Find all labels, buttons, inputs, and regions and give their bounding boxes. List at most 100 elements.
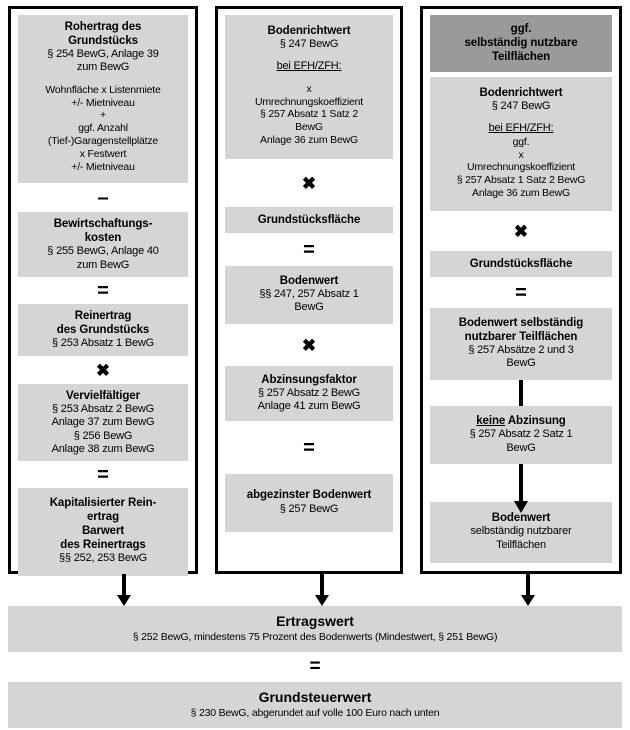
node-rohertrag-sub-1: § 254 BewG, Anlage 39: [47, 48, 159, 61]
node-bodenrichtwert-mid-sub-1: § 247 BewG: [279, 38, 339, 51]
node-abzinsungsfaktor-sub-1: § 257 Absatz 2 BewG: [258, 386, 360, 399]
node-bodenrichtwert-right: Bodenrichtwert § 247 BewG bei EFH/ZFH: g…: [430, 77, 612, 211]
node-grundsteuerwert-title: Grundsteuerwert: [258, 689, 372, 705]
node-vervielfaeltiger: Vervielfältiger § 253 Absatz 2 BewG Anla…: [18, 383, 188, 462]
node-bodenwert-final-sub-2: Teilflächen: [496, 538, 546, 551]
node-bodenrichtwert-right-detail-5: Anlage 36 zum BewG: [472, 187, 570, 200]
node-bodenwert-final-title-1: Bodenwert: [491, 512, 551, 525]
node-rohertrag-detail-2: +/- Mietniveau: [71, 96, 135, 109]
node-rohertrag-detail-4: ggf. Anzahl: [78, 122, 128, 135]
node-rohertrag-detail-6: x Festwert: [79, 147, 127, 160]
operator-equals-1: =: [97, 280, 109, 303]
node-grundstuecksflaeche-right: Grundstücksfläche: [430, 250, 612, 277]
node-bodenrichtwert-mid-detail-1: x: [306, 82, 312, 95]
node-vervielfaeltiger-sub-3: § 256 BewG: [73, 429, 133, 442]
operator-equals-mid-2: =: [303, 437, 315, 460]
column-bodenwert-spacer: [225, 532, 393, 565]
node-abzinsungsfaktor-sub-2: Anlage 41 zum BewG: [257, 400, 361, 413]
node-teilflaechen-header: ggf. selbständig nutzbare Teilflächen: [430, 15, 612, 73]
node-reinertrag-title-1: Reinertrag: [74, 310, 132, 323]
node-ertragswert: Ertragswert § 252 BewG, mindestens 75 Pr…: [8, 606, 622, 652]
node-vervielfaeltiger-sub-4: Anlage 38 zum BewG: [51, 442, 155, 455]
keine-underline: keine: [476, 415, 506, 428]
operator-times-right-1: ✖: [513, 221, 529, 241]
operator-times-mid-1: ✖: [301, 173, 317, 193]
node-kapitalisierter-reinertrag-title-3: Barwert: [81, 525, 125, 538]
connector-line-teilflaechen: [519, 379, 523, 407]
connector-arrow-teilflaechen: [519, 464, 523, 503]
node-keine-abzinsung-sub-1: § 257 Absatz 2 Satz 1: [469, 428, 573, 441]
node-vervielfaeltiger-title-1: Vervielfältiger: [66, 389, 140, 402]
node-keine-abzinsung-title-1: keine Abzinsung: [434, 414, 608, 428]
node-bodenrichtwert-right-detail-3: Umrechnungskoeffizient: [466, 161, 576, 174]
spacer: [229, 74, 389, 83]
operator-equals-mid-1: =: [303, 238, 315, 261]
node-vervielfaeltiger-sub-2: Anlage 37 zum BewG: [51, 416, 155, 429]
node-reinertrag-title-2: des Grundstücks: [56, 324, 150, 337]
node-bodenrichtwert-right-underline: bei EFH/ZFH:: [488, 122, 554, 135]
node-abgezinster-bodenwert-title-1: abgezinster Bodenwert: [246, 489, 372, 502]
node-bodenwert-teilflaechen-sub-1: § 257 Absätze 2 und 3: [468, 343, 574, 356]
node-ertragswert-title: Ertragswert: [276, 613, 354, 629]
node-bodenwert-teilflaechen-title-2: nutzbarer Teilflächen: [464, 330, 578, 343]
node-bewirtschaftungskosten: Bewirtschaftungs- kosten § 255 BewG, Anl…: [18, 212, 188, 278]
column-teilflaechen-spacer: [430, 563, 612, 565]
node-teilflaechen-header-title-3: Teilflächen: [491, 51, 551, 64]
node-grundstuecksflaeche-mid-title-1: Grundstücksfläche: [257, 213, 361, 226]
node-bewirtschaftungskosten-title-1: Bewirtschaftungs-: [53, 218, 153, 231]
node-keine-abzinsung-sub-2: BewG: [506, 441, 536, 454]
node-bodenrichtwert-mid-detail-5: Anlage 36 zum BewG: [260, 134, 358, 147]
node-bodenrichtwert-mid: Bodenrichtwert § 247 BewG bei EFH/ZFH: x…: [225, 15, 393, 159]
node-kapitalisierter-reinertrag-title-1: Kapitalisierter Rein-: [49, 497, 157, 510]
operator-equals-summary: =: [309, 656, 321, 677]
node-bewirtschaftungskosten-sub-1: § 255 BewG, Anlage 40: [47, 245, 159, 258]
node-bodenwert-teilflaechen: Bodenwert selbständig nutzbarer Teilfläc…: [430, 307, 612, 380]
node-kapitalisierter-reinertrag-sub-1: §§ 252, 253 BewG: [59, 552, 147, 565]
node-bodenrichtwert-mid-detail-4: BewG: [295, 121, 323, 134]
node-teilflaechen-header-title-2: selbständig nutzbare: [464, 37, 578, 50]
node-teilflaechen-header-title-1: ggf.: [510, 23, 532, 35]
node-bodenrichtwert-mid-detail-3: § 257 Absatz 1 Satz 2: [260, 108, 358, 121]
node-bodenrichtwert-mid-detail-2: Umrechnungskoeffizient: [254, 95, 364, 108]
node-grundsteuerwert-sub: § 230 BewG, abgerundet auf volle 100 Eur…: [190, 707, 440, 719]
node-vervielfaeltiger-sub-1: § 253 Absatz 2 BewG: [52, 402, 154, 415]
node-abzinsungsfaktor-title-1: Abzinsungsfaktor: [261, 373, 357, 386]
node-bewirtschaftungskosten-sub-2: zum BewG: [76, 258, 130, 271]
arrow-bodenwert-to-ertragswert: [320, 574, 324, 595]
spacer: [434, 113, 608, 122]
operator-times-mid-2: ✖: [301, 335, 317, 355]
node-rohertrag: Rohertrag des Grundstücks § 254 BewG, An…: [18, 15, 188, 184]
node-bodenrichtwert-mid-underline: bei EFH/ZFH:: [276, 60, 342, 73]
node-bodenrichtwert-right-title-1: Bodenrichtwert: [479, 87, 563, 100]
node-bodenwert-teilflaechen-title-1: Bodenwert selbständig: [458, 316, 584, 329]
spacer: [229, 51, 389, 60]
node-ertragswert-sub: § 252 BewG, mindestens 75 Prozent des Bo…: [132, 631, 498, 643]
node-bodenrichtwert-right-detail-4: § 257 Absatz 1 Satz 2 BewG: [456, 174, 586, 187]
node-bodenwert-mid: Bodenwert §§ 247, 257 Absatz 1 BewG: [225, 265, 393, 324]
node-bodenwert-final-sub-1: selbständig nutzbarer: [470, 525, 572, 538]
spacer: [22, 75, 184, 84]
node-rohertrag-detail-3: +: [100, 109, 106, 122]
node-reinertrag-sub-1: § 253 Absatz 1 BewG: [52, 337, 154, 350]
node-abgezinster-bodenwert-sub-1: § 257 BewG: [279, 502, 339, 515]
node-rohertrag-title-2: Grundstücks: [68, 35, 138, 48]
node-bodenwert-mid-sub-1: §§ 247, 257 Absatz 1: [259, 287, 359, 300]
node-bodenwert-teilflaechen-sub-2: BewG: [506, 357, 536, 370]
node-bodenrichtwert-right-detail-1: ggf.: [512, 135, 530, 148]
operator-minus-1: –: [97, 187, 109, 210]
node-rohertrag-detail-5: (Tief-)Garagenstellplätze: [47, 135, 159, 148]
arrows-to-ertragswert: [8, 574, 622, 606]
node-kapitalisierter-reinertrag-title-4: des Reinertrags: [60, 539, 146, 552]
node-bodenrichtwert-mid-title-1: Bodenrichtwert: [267, 25, 351, 37]
node-abgezinster-bodenwert: abgezinster Bodenwert § 257 BewG: [225, 474, 393, 532]
node-bodenrichtwert-right-sub-1: § 247 BewG: [491, 100, 551, 113]
node-abzinsungsfaktor: Abzinsungsfaktor § 257 Absatz 2 BewG Anl…: [225, 365, 393, 422]
columns-container: Rohertrag des Grundstücks § 254 BewG, An…: [8, 6, 622, 576]
node-rohertrag-title-1: Rohertrag des: [64, 21, 142, 33]
arrow-teilflaechen-to-ertragswert: [526, 574, 530, 595]
node-rohertrag-detail-7: +/- Mietniveau: [71, 160, 135, 173]
operator-equals-2: =: [97, 464, 109, 487]
column-bodenwert: Bodenrichtwert § 247 BewG bei EFH/ZFH: x…: [215, 6, 403, 574]
operator-times-1: ✖: [95, 360, 111, 380]
